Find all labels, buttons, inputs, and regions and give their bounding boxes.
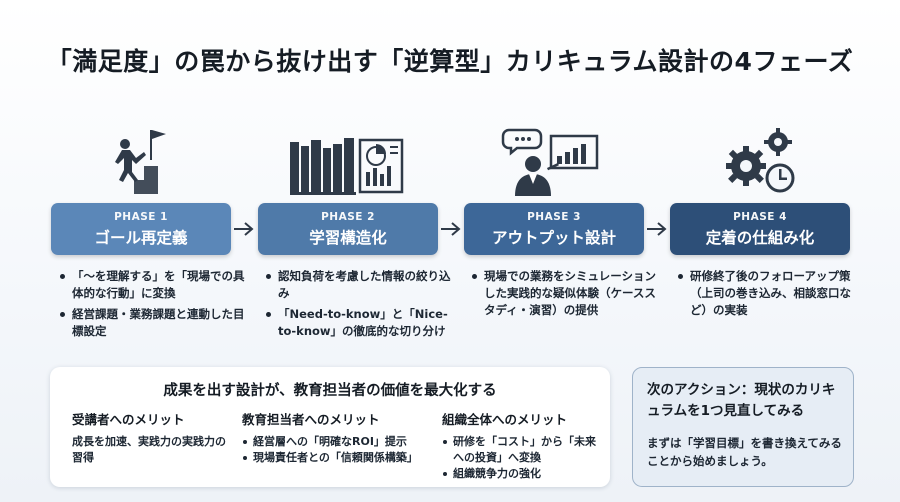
phase-number: PHASE 2 xyxy=(321,211,375,223)
phase-number: PHASE 3 xyxy=(527,211,581,223)
phase-name: 学習構造化 xyxy=(309,229,387,247)
climber-flag-icon xyxy=(92,122,212,202)
phase-name: ゴール再定義 xyxy=(94,229,188,247)
list-item: 研修を「コスト」から「未来への投資」へ変換 xyxy=(442,434,602,466)
presenter-board-icon xyxy=(495,122,615,202)
list-item: 経営課題・業務課題と連動した目標設定 xyxy=(58,306,248,340)
phase-1-box: PHASE 1 ゴール再定義 xyxy=(51,203,231,255)
list-item: 「〜を理解する」を「現場での具体的な行動」に変換 xyxy=(58,268,248,302)
organization-benefit-column: 組織全体へのメリット 研修を「コスト」から「未来への投資」へ変換 組織競争力の強… xyxy=(442,409,602,482)
phase-3-bullets: 現場での業務をシミュレーションした実践的な疑似体験（ケーススタディ・演習）の提供 xyxy=(470,268,660,323)
list-item: 認知負荷を考慮した情報の絞り込み xyxy=(264,268,454,302)
phase-number: PHASE 4 xyxy=(733,211,787,223)
column-text: 成長を加速、実践力の実践力の習得 xyxy=(72,435,226,464)
phase-number: PHASE 1 xyxy=(114,211,168,223)
page-title: 「満足度」の罠から抜け出す「逆算型」カリキュラム設計の4フェーズ xyxy=(46,47,854,76)
action-text: まずは「学習目標」を書き換えてみることから始めましょう。 xyxy=(647,436,842,468)
column-title: 教育担当者へのメリット xyxy=(242,412,380,427)
value-summary-box: 成果を出す設計が、教育担当者の価値を最大化する 受講者へのメリット 成長を加速、… xyxy=(50,367,610,487)
books-chart-icon xyxy=(286,122,406,202)
list-item: 経営層への「明確なROI」提示 xyxy=(242,434,432,450)
column-title: 組織全体へのメリット xyxy=(442,412,568,427)
phase-2-bullets: 認知負荷を考慮した情報の絞り込み 「Need-to-know」と「Nice-to… xyxy=(264,268,454,344)
arrow-right-icon xyxy=(234,222,254,236)
list-item: 「Need-to-know」と「Nice-to-know」の徹底的な切り分け xyxy=(264,306,454,340)
column-title: 受講者へのメリット xyxy=(72,412,185,427)
value-title: 成果を出す設計が、教育担当者の価値を最大化する xyxy=(163,383,497,399)
trainer-benefit-column: 教育担当者へのメリット 経営層への「明確なROI」提示 現場責任者との「信頼関係… xyxy=(242,409,432,466)
phase-2-box: PHASE 2 学習構造化 xyxy=(258,203,438,255)
next-action-box: 次のアクション：現状のカリキュラムを1つ見直してみる まずは「学習目標」を書き換… xyxy=(632,367,854,487)
list-item: 組織競争力の強化 xyxy=(442,466,602,482)
list-item: 現場での業務をシミュレーションした実践的な疑似体験（ケーススタディ・演習）の提供 xyxy=(470,268,660,319)
phase-1-bullets: 「〜を理解する」を「現場での具体的な行動」に変換 経営課題・業務課題と連動した目… xyxy=(58,268,248,344)
gears-clock-icon xyxy=(700,122,820,202)
arrow-right-icon xyxy=(647,222,667,236)
phase-name: アウトプット設計 xyxy=(491,229,616,247)
arrow-right-icon xyxy=(441,222,461,236)
list-item: 研修終了後のフォローアップ策（上司の巻き込み、相談窓口など）の実装 xyxy=(676,268,866,319)
phase-4-box: PHASE 4 定着の仕組み化 xyxy=(670,203,850,255)
list-item: 現場責任者との「信頼関係構築」 xyxy=(242,450,432,466)
phase-3-box: PHASE 3 アウトプット設計 xyxy=(464,203,644,255)
phase-name: 定着の仕組み化 xyxy=(705,229,815,247)
learner-benefit-column: 受講者へのメリット 成長を加速、実践力の実践力の習得 xyxy=(72,409,232,466)
action-title: 次のアクション：現状のカリキュラムを1つ見直してみる xyxy=(647,382,836,419)
phase-4-bullets: 研修終了後のフォローアップ策（上司の巻き込み、相談窓口など）の実装 xyxy=(676,268,866,323)
